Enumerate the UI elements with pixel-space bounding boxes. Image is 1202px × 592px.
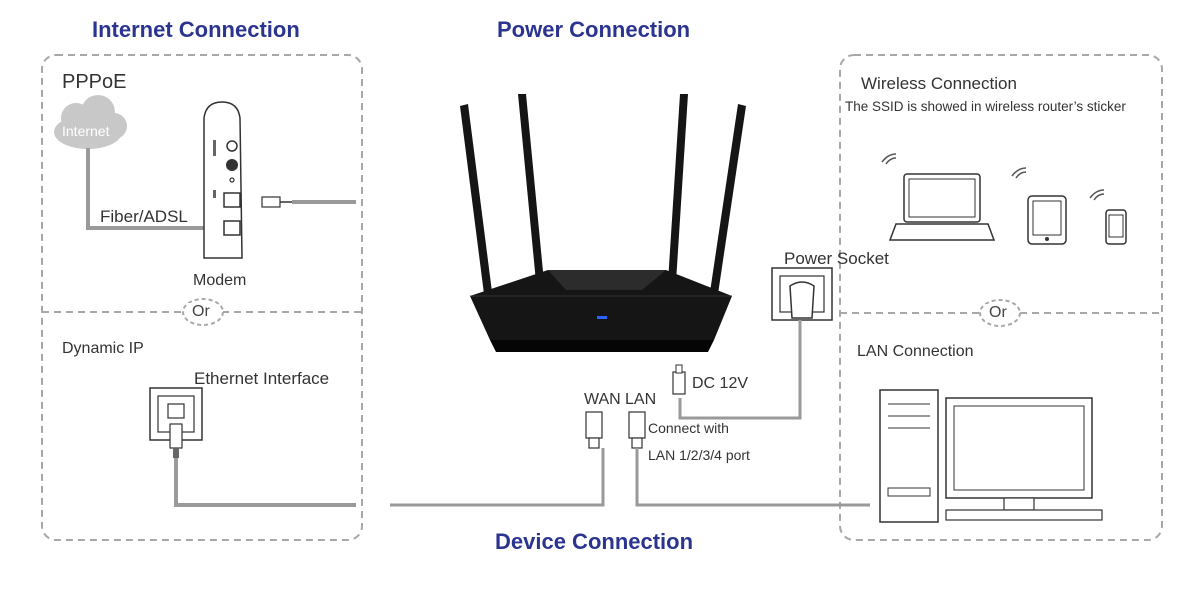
client-panel-border <box>839 54 1163 541</box>
dynamic-ip-cable <box>174 458 356 507</box>
wan-cable <box>390 448 605 507</box>
internet-connection-heading: Internet Connection <box>92 17 300 42</box>
tablet-icon <box>1027 195 1067 245</box>
router-icon <box>470 270 732 352</box>
lan-connection-label: LAN Connection <box>857 343 974 360</box>
wifi-icon-laptop <box>881 153 897 165</box>
or-label-left: Or <box>188 303 214 321</box>
internet-cloud-icon <box>54 95 127 149</box>
wan-plug-icon <box>585 411 603 449</box>
wan-label: WAN <box>584 391 621 408</box>
ethernet-wall-socket-icon <box>149 387 203 458</box>
phone-icon <box>1105 209 1127 245</box>
or-label-right: Or <box>985 304 1011 322</box>
device-connection-heading: Device Connection <box>495 529 694 554</box>
pppoe-label: PPPoE <box>62 71 127 93</box>
fiber-adsl-label: Fiber/ADSL <box>100 207 188 226</box>
modem-label: Modem <box>193 272 247 289</box>
ssid-note: The SSID is showed in wireless router’s … <box>845 99 1126 114</box>
modem-ethernet-plug <box>261 196 292 208</box>
dc-plug-icon <box>672 364 686 395</box>
internet-cloud-label: Internet <box>62 123 110 139</box>
desktop-tower-icon <box>879 389 939 523</box>
wifi-icon-tablet <box>1011 167 1027 179</box>
monitor-icon <box>945 397 1103 521</box>
fiber-cable <box>86 148 224 230</box>
lan-ports-label: LAN 1/2/3/4 port <box>648 447 750 463</box>
connect-with-label: Connect with <box>648 420 729 436</box>
dynamic-ip-label: Dynamic IP <box>62 340 144 357</box>
internet-panel-border <box>41 54 363 541</box>
wireless-connection-label: Wireless Connection <box>861 74 1017 93</box>
modem-icon <box>203 101 243 259</box>
power-cable <box>678 320 802 420</box>
power-connection-heading: Power Connection <box>497 17 691 42</box>
lan-cable <box>635 448 870 507</box>
router-antennas <box>460 94 746 294</box>
dc-12v-label: DC 12V <box>692 375 749 392</box>
laptop-icon <box>888 173 996 241</box>
lan-label: LAN <box>625 391 657 408</box>
ethernet-interface-label: Ethernet Interface <box>194 369 330 388</box>
power-socket-label: Power Socket <box>784 249 889 268</box>
wifi-icon-phone <box>1089 189 1105 201</box>
power-socket-icon <box>771 267 833 321</box>
lan-plug-icon <box>628 411 646 449</box>
